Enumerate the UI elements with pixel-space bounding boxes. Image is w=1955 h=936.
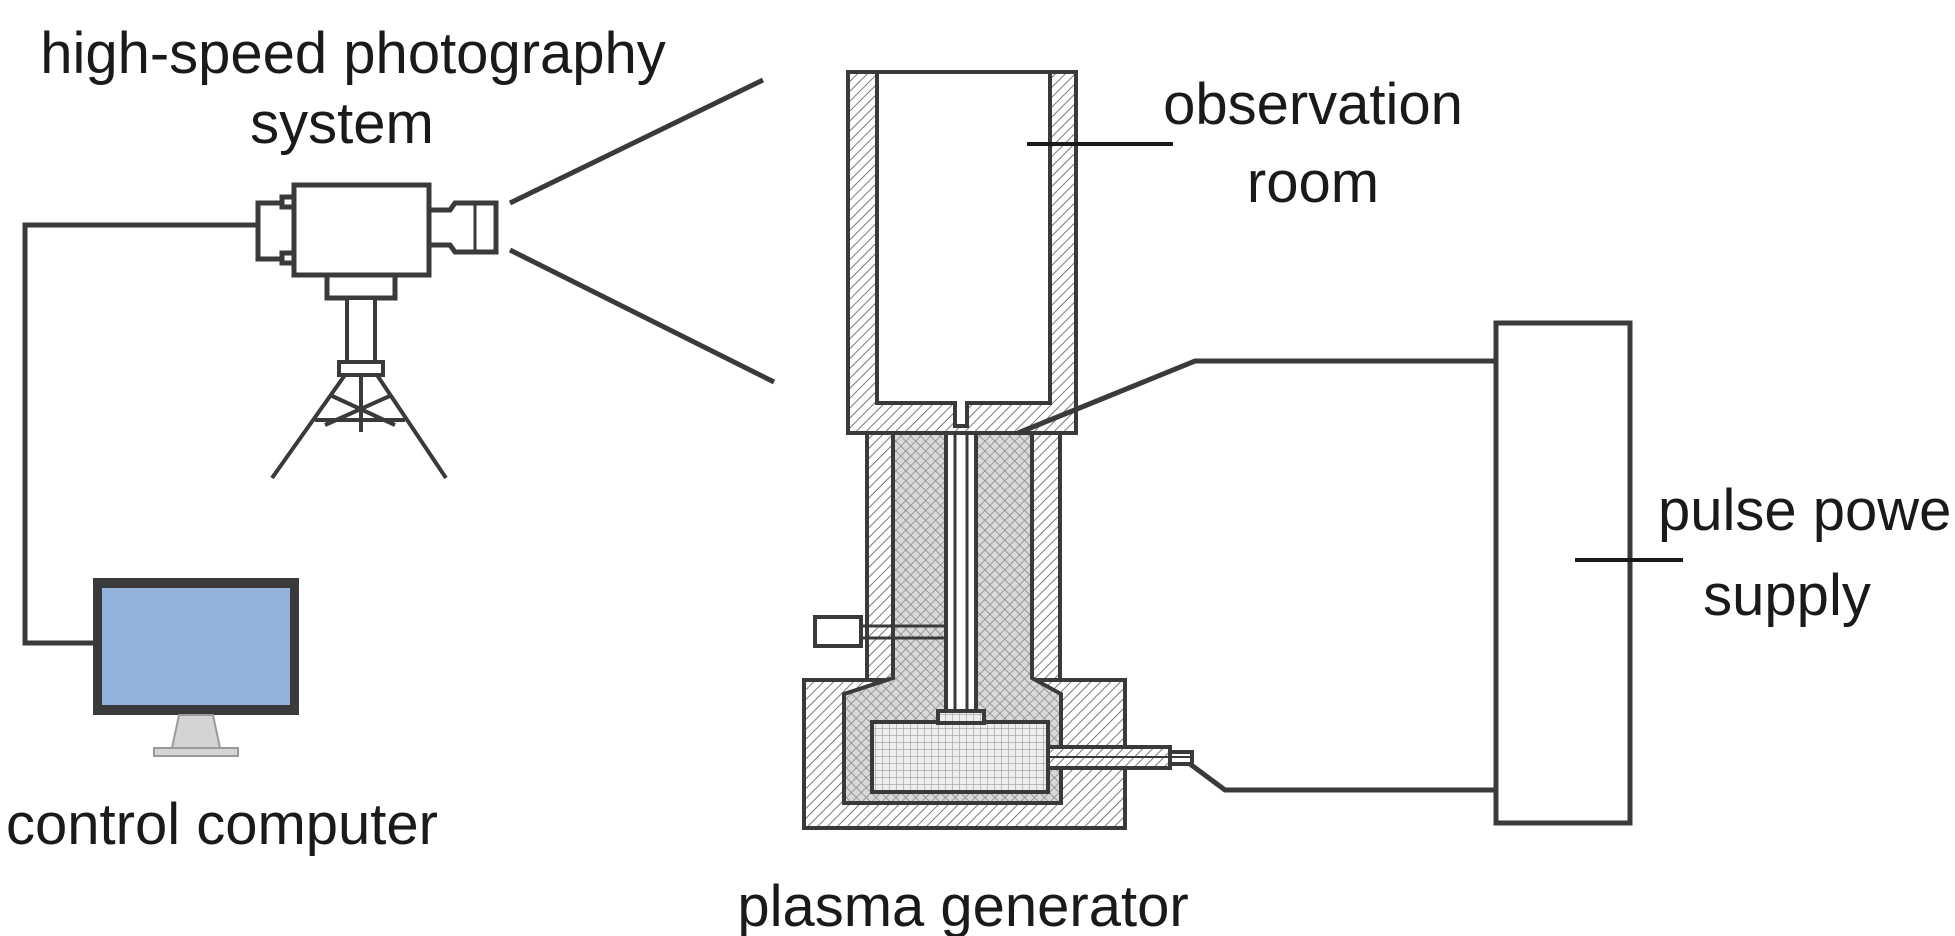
plasma-generator <box>802 70 1194 830</box>
label-leader-lines <box>1027 142 1683 562</box>
observation-room-label-line2: room <box>1247 150 1379 215</box>
trigger-electrode <box>813 615 863 648</box>
pulse-power-label-line1: pulse power <box>1658 478 1955 543</box>
tripod-icon <box>270 296 448 480</box>
camera-computer-cable <box>22 222 258 646</box>
power-supply-cables <box>1017 358 1496 793</box>
generator-chamber <box>870 720 1050 794</box>
computer-label: control computer <box>6 792 438 857</box>
pulse-power-supply-box <box>1493 320 1633 826</box>
pulse-power-label-line2: supply <box>1703 563 1871 628</box>
observation-room-label-line1: observation <box>1163 72 1463 137</box>
field-of-view-lines <box>508 77 776 385</box>
monitor-icon <box>93 578 299 757</box>
camera-label-line1: high-speed photography <box>40 21 666 86</box>
camera-icon <box>255 182 499 301</box>
capillary-channel <box>944 431 978 713</box>
observation-room-wall <box>846 70 1078 435</box>
plasma-generator-label: plasma generator <box>737 874 1188 936</box>
camera-label-line2: system <box>250 91 434 156</box>
